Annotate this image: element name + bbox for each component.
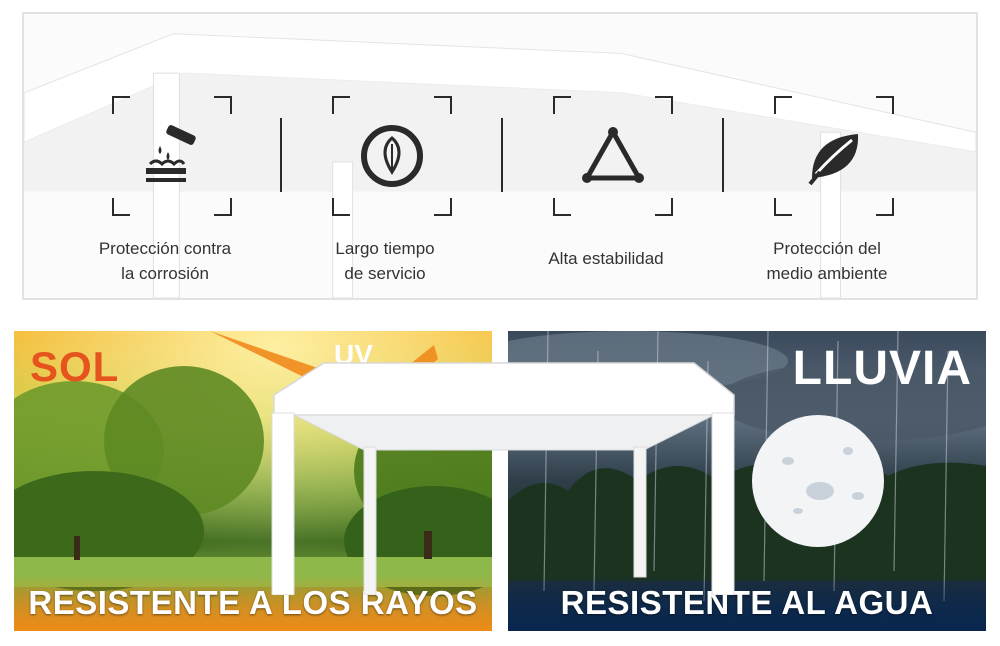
uv-resistant-caption: RESISTENTE A LOS RAYOS UV	[14, 575, 492, 631]
feature-long-service: Largo tiempo de servicio	[290, 14, 480, 298]
feature-environment: Protección del medio ambiente	[732, 14, 922, 298]
triangle-icon-frame	[553, 96, 673, 216]
triangle-icon	[582, 127, 644, 183]
gazebo-image	[271, 362, 735, 595]
features-panel: Protección contra la corrosión Largo tie…	[22, 12, 978, 300]
feature-label-environment: Protección del medio ambiente	[766, 239, 888, 283]
leaf-circle-icon-frame	[332, 96, 452, 216]
rain-scene	[508, 331, 986, 602]
leaf-icon-frame	[774, 96, 894, 216]
feature-corrosion: Protección contra la corrosión	[70, 14, 260, 298]
rain-title: LLUVIA	[792, 342, 972, 395]
gazebo-roof-background	[24, 33, 976, 298]
feature-label-stability: Alta estabilidad	[548, 249, 664, 268]
corrosion-icon-frame	[112, 96, 232, 216]
rain-panel: LLUVIA RESISTENTE AL AGUA	[508, 331, 986, 631]
sun-title: SOL	[30, 343, 120, 390]
divider	[501, 118, 503, 192]
divider	[280, 118, 282, 192]
feature-label-corrosion: Protección contra la corrosión	[98, 239, 232, 283]
sun-scene	[14, 331, 492, 631]
divider	[722, 118, 724, 192]
sun-panel: SOL UV RESISTENTE A LOS RAYOS UV	[14, 331, 492, 631]
corrosion-icon	[146, 125, 196, 182]
leaf-circle-icon	[361, 125, 423, 187]
water-resistant-caption: RESISTENTE AL AGUA	[508, 575, 986, 631]
leaf-icon	[808, 134, 859, 186]
feature-stability: Alta estabilidad	[511, 14, 701, 298]
feature-label-long-service: Largo tiempo de servicio	[335, 239, 435, 283]
